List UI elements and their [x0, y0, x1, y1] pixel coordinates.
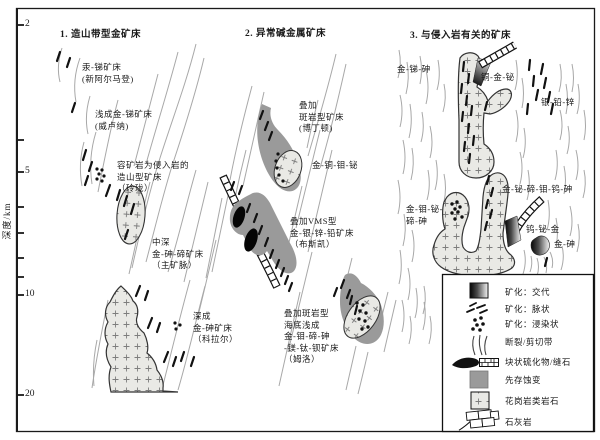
axis-title: 深度/km [2, 202, 12, 240]
legend-swatch-pre-existing-alteration [469, 370, 489, 389]
replacement-blob-w-bi-au [530, 235, 550, 256]
deposit-label-ag-pb-zn: 银-铅-锌 [541, 97, 575, 107]
legend-item-label: 块状硫化物/缝石 [505, 357, 571, 367]
deposit-label-au-as: 金-砷 [554, 239, 576, 249]
deposit-label-au-mo-bi: 金-钼-铋- 碲-砷 [406, 204, 443, 226]
deposit-label-au-cu-mo-bi: 金-铜-钼-铋 [312, 160, 358, 170]
vein-marks-col3 [459, 58, 555, 268]
legend-item-label: 断裂/剪切带 [505, 337, 553, 347]
legend-item-label: 矿化：交代 [505, 287, 551, 297]
vein-marks-col2 [229, 109, 359, 316]
disseminated-dots-mulo [355, 301, 370, 331]
section-title-anomalous: 2. 异常碱金属矿床 [245, 29, 327, 39]
legend-swatch-replacement-gradient [469, 282, 489, 299]
legend-swatch-granitoid-rock [470, 391, 490, 410]
deposit-label-au-sb-as: 金-锑-砷 [397, 64, 431, 74]
legend-swatch-vein-dashes [466, 302, 488, 314]
axis-tick-marks [16, 24, 24, 396]
deposit-label-boddington: 叠加 斑岩型矿床 (博丁顿) [299, 100, 345, 133]
disseminated-dots-col3 [450, 200, 464, 221]
axis-tick-label: 10 [25, 289, 35, 299]
disseminated-dots-col1 [95, 167, 182, 331]
shear-lines-col2 [205, 53, 397, 395]
legend-box [441, 273, 595, 433]
legend-swatch-disseminated-dots [471, 316, 485, 332]
legend-item-label: 矿化：脉状 [505, 304, 551, 314]
axis-tick-label: 2 [25, 19, 30, 29]
granitoid-kolar [104, 285, 179, 393]
deposit-label-mulo: 叠加斑岩型 海底浅成 金-钼-碲-砷 -镁-钛-钡矿床 （姆洛） [284, 308, 339, 364]
legend-swatch-massive-sulfide-chert [452, 357, 499, 369]
axis-tick-label: 5 [25, 166, 30, 176]
section-title-orogenic: 1. 造山带型金矿床 [60, 30, 142, 40]
deposit-label-w-bi-au: 钨-铋-金 [526, 224, 560, 234]
legend-item-label: 花岗岩类岩石 [505, 396, 560, 406]
legend-item-label: 矿化：浸染状 [505, 319, 560, 329]
section-title-intrusion: 3. 与侵入岩有关的矿床 [410, 31, 512, 41]
granitoid-lower-intrusion [432, 172, 516, 277]
deposit-label-mesozonal: 中深 金-砷-碲矿床 （主矿脉） [152, 237, 204, 270]
vein-marks-col1 [55, 50, 196, 368]
legend-item-label: 石灰岩 [505, 417, 533, 427]
deposit-label-linglong: 容矿岩为侵入岩的 造山型矿床 （玲珑） [117, 160, 190, 193]
legend-swatch-fault-shear-lines [472, 334, 488, 356]
legend-swatch-limestone [458, 409, 500, 431]
deposit-label-hypozonal: 深成 金-砷矿床 （科拉尔） [193, 311, 239, 344]
foliation-lines-col3 [397, 49, 586, 345]
granitoid-boddington [273, 150, 303, 188]
disseminated-dots-boddington [274, 152, 285, 183]
deposit-label-cu-au-bi: 铜-金-铋 [481, 72, 515, 82]
deposit-label-au-bi-te: 金-铋-碲-钼-钨-砷 [502, 184, 573, 194]
axis-tick-label: 20 [25, 389, 35, 399]
deposit-label-epizonal: 浅成金-锑矿床 (威卢纳) [95, 109, 153, 131]
deposit-label-hg-sb: 汞-锑矿床 (新阿尔马登) [82, 62, 134, 84]
deposit-label-bousquet: 叠加VMS型 金-银-锌-铅矿床 （布斯凯） [290, 216, 354, 249]
chert-band-upper [478, 41, 517, 69]
granitoid-mulo [343, 295, 381, 339]
massive-sulfide-lenses [232, 206, 258, 252]
legend-item-label: 先存蚀变 [505, 375, 542, 385]
replacement-zone-lower [504, 215, 522, 248]
